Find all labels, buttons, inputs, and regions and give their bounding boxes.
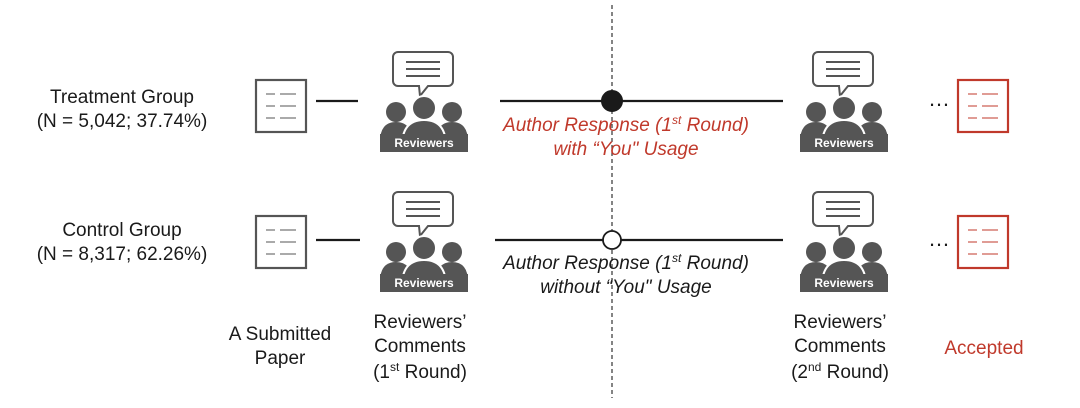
ellipsis: … [928,86,950,111]
caption-paper-line2: Paper [255,348,306,369]
caption-round1-line2: Comments [374,336,466,357]
reviewers-round2-icon: Reviewers [799,191,889,293]
treatment-group-name: Treatment Group [50,87,194,108]
control-response-line2: without “You" Usage [540,277,712,298]
reviewers-badge-text: Reviewers [814,276,874,290]
ellipsis: … [928,226,950,251]
control-response-line1: Author Response (1st Round) [502,251,749,274]
caption-round1-line3: (1st Round) [373,360,467,383]
reviewers-round1-icon: Reviewers [379,51,469,153]
accepted-paper-icon [956,78,1010,134]
caption-paper-line1: A Submitted [229,324,331,345]
submitted-paper-icon [254,214,308,270]
hollow-response-marker [602,230,622,250]
treatment-response-line2: with “You" Usage [553,139,698,160]
reviewers-badge-text: Reviewers [394,136,454,150]
reviewers-round1-icon: Reviewers [379,191,469,293]
treatment-group-detail: (N = 5,042; 37.74%) [37,111,208,132]
caption-accepted: Accepted [944,338,1023,359]
reviewers-badge-text: Reviewers [394,276,454,290]
caption-round2-line1: Reviewers’ [794,312,887,333]
submitted-paper-icon [254,78,308,134]
control-group-name: Control Group [62,220,181,241]
filled-response-marker [601,90,623,112]
reviewers-round2-icon: Reviewers [799,51,889,153]
caption-round1-line1: Reviewers’ [374,312,467,333]
caption-round2-line3: (2nd Round) [791,360,889,383]
accepted-paper-icon [956,214,1010,270]
reviewers-badge-text: Reviewers [814,136,874,150]
treatment-response-line1: Author Response (1st Round) [502,113,749,136]
caption-round2-line2: Comments [794,336,886,357]
control-group-detail: (N = 8,317; 62.26%) [37,244,208,265]
